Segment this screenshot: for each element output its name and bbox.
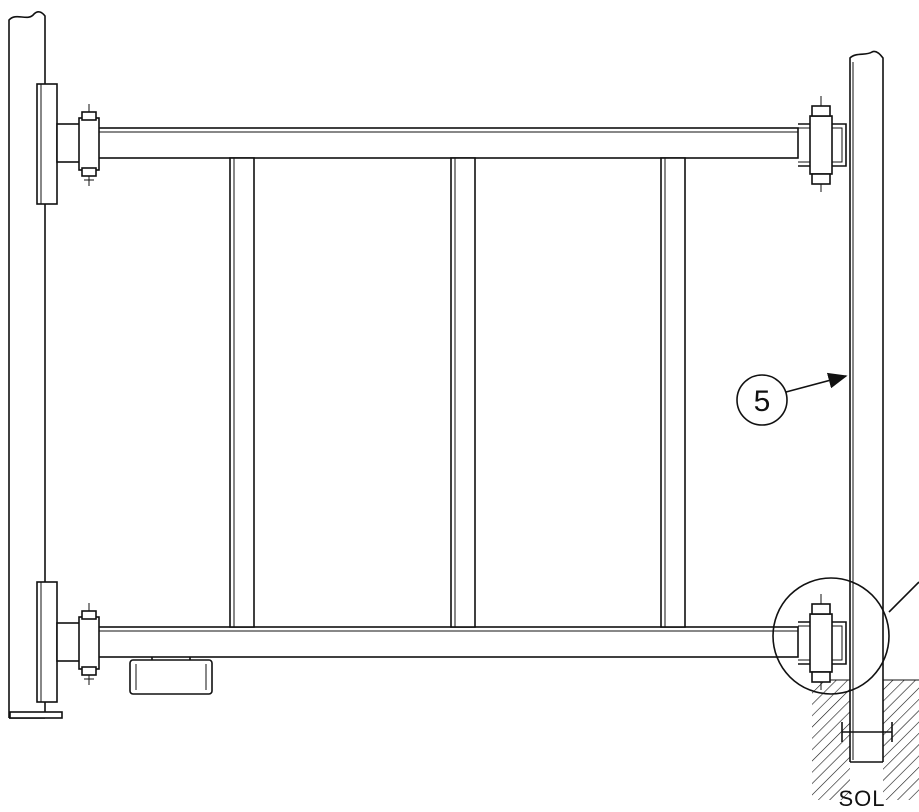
left-upper-hinge-plate — [36, 83, 58, 205]
right-post — [849, 50, 884, 763]
vertical-bar-1 — [229, 157, 255, 628]
ground-label: SOL — [838, 786, 885, 811]
ground-hatch — [812, 679, 919, 800]
detail-circle — [772, 577, 919, 695]
anchor-bolt — [841, 722, 893, 742]
part-callout: 5 — [736, 372, 848, 426]
left-post — [8, 11, 63, 719]
right-upper-hinge-bracket — [798, 96, 847, 192]
bottom-rail — [95, 626, 799, 658]
top-rail — [95, 127, 799, 159]
right-lower-hinge-bracket — [798, 594, 847, 690]
left-lower-hinge-plate — [36, 581, 58, 703]
vertical-bar-3 — [660, 157, 686, 628]
gate-roller — [129, 657, 213, 695]
vertical-bar-2 — [450, 157, 476, 628]
left-upper-hinge-bracket — [56, 104, 100, 186]
part-number-label: 5 — [754, 385, 771, 418]
left-lower-hinge-bracket — [56, 603, 100, 685]
